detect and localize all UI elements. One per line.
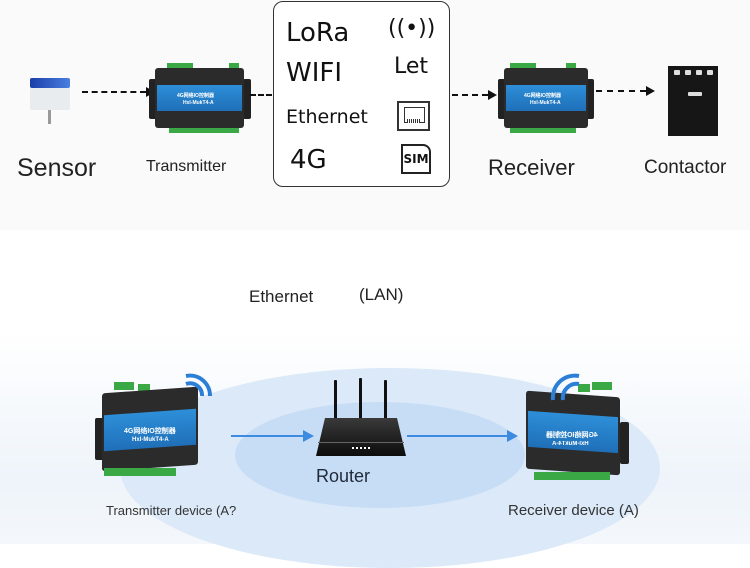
data-flow-arrowhead (507, 430, 518, 442)
sensor-label: Sensor (17, 154, 97, 182)
data-flow-line (231, 435, 303, 437)
contactor-label: Contactor (644, 157, 727, 178)
wifi-signal-icon (550, 373, 580, 401)
transmitter-device-image: 4G网络IO控制器 Hxl-MukT4-A (147, 63, 252, 135)
receiver-device-image: 4G网络IO控制器 Hxl-MukT4-A (526, 382, 636, 484)
radio-signal-icon: ((•)) (388, 16, 436, 41)
comm-method-ethernet: Ethernet (286, 106, 368, 128)
flow-arrow-line (250, 94, 272, 96)
transmitter-device-image: 4G网络IO控制器 Hxl-MukT4-A (92, 380, 204, 480)
receiver-device-label: Receiver device (A) (508, 502, 639, 519)
network-title-suffix: (LAN) (359, 285, 404, 304)
flow-arrow-line (596, 90, 646, 92)
flow-arrowhead (646, 86, 655, 96)
flow-arrow-line (452, 94, 488, 96)
device-model-text: Hxl-MukT4-A (552, 441, 589, 447)
receiver-device-image: 4G网络IO控制器 Hxl-MukT4-A (498, 63, 603, 135)
router-label: Router (316, 466, 371, 486)
comm-method-wifi: WIFI (286, 58, 342, 88)
network-title-prefix: Ethernet (249, 287, 314, 306)
router-icon (314, 378, 409, 458)
device-title-text: 4G网络IO控制器 (546, 432, 598, 439)
device-title-text: 4G网络IO控制器 (524, 93, 561, 99)
transmitter-device-label: Transmitter device (A? (106, 503, 237, 518)
data-flow-arrowhead (303, 430, 314, 442)
contactor-icon (666, 64, 722, 138)
wifi-signal-icon (185, 373, 213, 397)
device-model-text: Hxl-MukT4-A (132, 437, 169, 443)
device-title-text: 4G网络IO控制器 (177, 93, 214, 99)
sim-card-icon: SIM (401, 144, 431, 174)
comm-method-4g: 4G (290, 145, 327, 175)
let-icon: Let (394, 54, 429, 79)
comm-method-lora: LoRa (286, 18, 350, 48)
ethernet-port-icon (397, 101, 430, 131)
device-model-text: Hxl-MukT4-A (183, 100, 214, 106)
device-title-text: 4G网络IO控制器 (124, 428, 176, 435)
device-model-text: Hxl-MukT4-A (530, 100, 561, 106)
sim-card-text: SIM (403, 152, 429, 166)
flow-arrow-line (82, 91, 146, 93)
data-flow-line (407, 435, 507, 437)
receiver-label: Receiver (488, 155, 575, 180)
flow-arrowhead (488, 90, 497, 100)
sensor-icon (26, 72, 76, 132)
communication-methods-box: LoRa ((•)) WIFI Let Ethernet 4G SIM (273, 1, 450, 187)
transmitter-label: Transmitter (146, 158, 227, 175)
